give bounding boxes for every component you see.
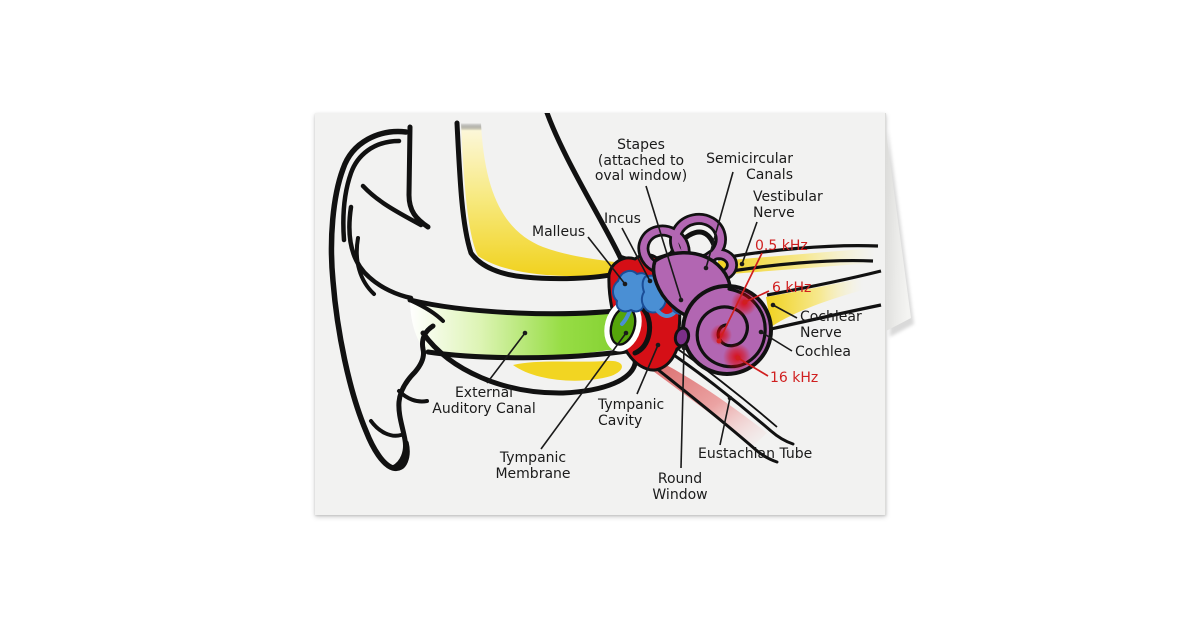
label-cochlear-nerve: Cochlear Nerve (800, 309, 862, 341)
card-fold-flap (885, 124, 914, 337)
label-6-khz: 6 kHz (772, 280, 812, 296)
ear-diagram-svg (328, 113, 882, 472)
label-16-khz: 16 kHz (770, 370, 819, 386)
label-0_5-khz: 0.5 kHz (755, 238, 808, 254)
cochlea-shape (651, 251, 773, 376)
frequency-leader-lines (716, 252, 770, 377)
leader-lines (486, 171, 798, 469)
card-fold-face (885, 124, 911, 331)
ear-canal-shape (407, 297, 644, 396)
label-tympanic-membrane: Tympanic Membrane (495, 450, 571, 482)
label-external-auditory-canal: External Auditory Canal (432, 385, 536, 417)
round-window-shape (673, 326, 691, 348)
label-incus: Incus (604, 211, 641, 227)
label-malleus: Malleus (532, 224, 586, 240)
label-stapes: Stapes (attached to oval window) (594, 137, 688, 184)
label-vestibular-nerve: Vestibular Nerve (753, 189, 823, 221)
label-cochlea: Cochlea (795, 344, 851, 360)
label-round-window: Round Window (652, 471, 708, 503)
label-eustachian-tube: Eustachian Tube (698, 446, 813, 462)
pinna-shape (328, 128, 445, 472)
eustachian-tube-shape (644, 344, 795, 464)
label-semicircular-canals: Semicircular Canals (706, 151, 793, 183)
label-tympanic-cavity: Tympanic Cavity (598, 397, 665, 429)
